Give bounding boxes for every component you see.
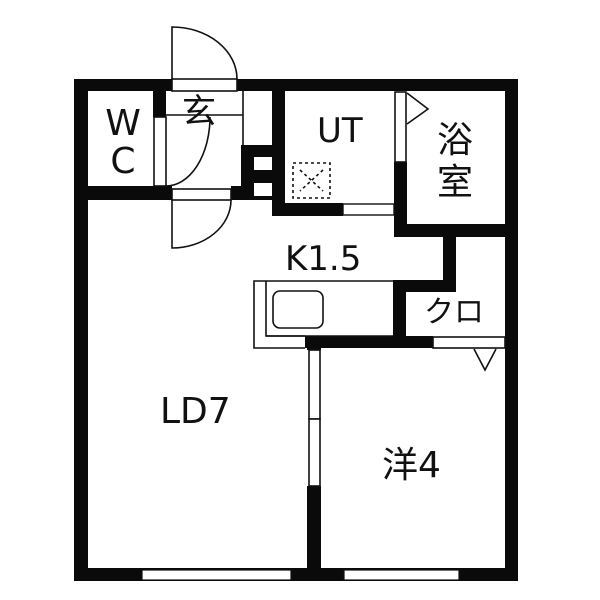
- bath-door[interactable]: [394, 91, 430, 163]
- outer-wall-top-right: [237, 79, 518, 91]
- kitchen-back-wall: [393, 280, 456, 292]
- hall-wall-bottom: [231, 186, 243, 200]
- kitchen-counter: [253, 280, 393, 349]
- entrance-door[interactable]: [171, 26, 238, 92]
- window-western: [343, 569, 460, 581]
- pipe-slot: [254, 157, 272, 170]
- closet-bottom-wall: [305, 336, 433, 348]
- room-label-kitchen: K1.5: [285, 239, 362, 279]
- sliding-door[interactable]: [308, 349, 321, 487]
- closet-left-wall: [393, 280, 406, 348]
- ut-door[interactable]: [342, 203, 395, 216]
- walls: [74, 79, 518, 581]
- ut-bottom-wall: [272, 203, 343, 216]
- wc-label-line1: W: [105, 103, 141, 144]
- window-ld: [141, 569, 292, 581]
- bath-label-line1: 浴: [436, 120, 473, 161]
- partition-wall: [307, 486, 321, 574]
- room-label-bath: 浴 室: [432, 120, 478, 204]
- bath-left-wall: [394, 162, 407, 237]
- entrance-area: [166, 91, 244, 145]
- room-label-closet: クロ: [424, 295, 484, 330]
- wc-label-line2: C: [110, 141, 136, 182]
- wc-bottom-wall: [74, 186, 172, 200]
- room-label-entrance: 玄: [182, 92, 216, 132]
- washer-space: [292, 162, 331, 199]
- sink: [272, 290, 324, 329]
- bath-label-line2: 室: [436, 162, 473, 203]
- pipe-slot: [254, 183, 272, 196]
- wc-door[interactable]: [153, 116, 211, 187]
- living-door[interactable]: [171, 188, 232, 249]
- outer-wall-right: [505, 79, 518, 581]
- room-label-living-dining: LD7: [160, 391, 231, 432]
- partition-top: [307, 336, 321, 350]
- room-label-utility: UT: [317, 111, 363, 151]
- room-label-wc: W C: [101, 105, 145, 181]
- closet-door[interactable]: [432, 336, 506, 372]
- closet-upper-wall: [443, 224, 456, 292]
- ut-left-wall: [272, 79, 285, 216]
- wc-right-wall: [153, 79, 166, 117]
- outer-wall-left: [74, 79, 88, 581]
- room-label-western: 洋4: [382, 445, 441, 486]
- outer-wall-top-left: [74, 79, 172, 91]
